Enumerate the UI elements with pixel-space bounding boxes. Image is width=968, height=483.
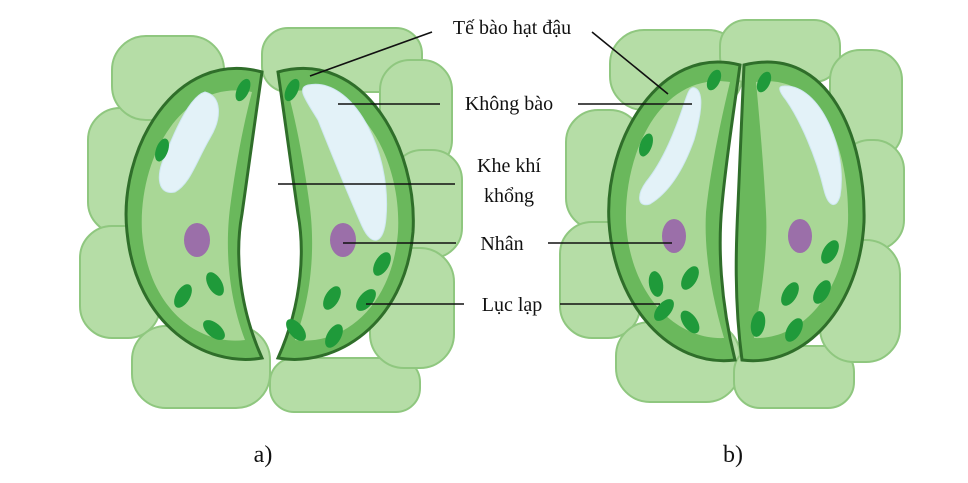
label-vacuole: Không bào: [465, 93, 553, 115]
chloroplast: [756, 71, 772, 93]
chloroplast: [203, 320, 225, 340]
chloroplasts-left-b: [639, 69, 722, 334]
guard-cell-right-a: [275, 67, 415, 361]
nucleus-right-b: [788, 219, 812, 253]
guard-cell-left-b: [607, 60, 742, 363]
chloroplast: [681, 266, 699, 290]
chloroplasts-right-b: [750, 71, 839, 342]
stoma-closed-b: [559, 19, 905, 409]
chloroplast: [639, 133, 653, 157]
stoma-open-a: [79, 27, 463, 413]
chloroplast: [325, 324, 343, 348]
labels: Tế bào hạt đậu Không bào Khe khí khổng N…: [453, 17, 571, 316]
guard-cell-left-a: [124, 66, 265, 361]
chloroplasts-right-a: [284, 78, 391, 348]
chloroplast: [821, 240, 839, 264]
label-stoma-line1: Khe khí: [477, 155, 541, 177]
chloroplast: [750, 311, 766, 337]
chloroplast: [356, 289, 376, 311]
caption-b: b): [723, 442, 743, 468]
chloroplast: [206, 272, 224, 296]
nucleus-left-b: [662, 219, 686, 253]
chloroplasts-left-a: [155, 78, 251, 340]
chloroplast: [813, 280, 831, 304]
label-nucleus: Nhân: [480, 233, 523, 255]
leader-guard-cell-a: [309, 31, 433, 77]
label-stoma-line2: khổng: [484, 185, 534, 207]
nucleus-right-a: [330, 223, 356, 257]
label-guard-cell: Tế bào hạt đậu: [453, 17, 571, 39]
leader-lines: [278, 31, 692, 305]
chloroplast: [373, 252, 391, 276]
vacuole-right-a: [302, 83, 388, 241]
chloroplast: [323, 286, 341, 310]
chloroplast: [174, 284, 192, 308]
chloroplast: [286, 319, 306, 341]
chloroplast: [155, 138, 169, 162]
chloroplast: [654, 299, 674, 321]
caption-a: a): [254, 442, 273, 468]
chloroplast: [785, 318, 803, 342]
vacuole-left-a: [158, 91, 219, 193]
nucleus-left-a: [184, 223, 210, 257]
epidermal-cell: [269, 357, 421, 413]
guard-cell-right-b: [734, 60, 866, 363]
chloroplast: [235, 78, 251, 102]
label-chloroplast: Lục lạp: [482, 294, 543, 316]
vacuole-right-b: [779, 85, 842, 205]
chloroplast: [648, 271, 664, 297]
leader-guard-cell-b: [591, 31, 669, 95]
chloroplast: [284, 78, 300, 102]
chloroplast: [706, 69, 722, 91]
captions: a) b): [254, 442, 743, 468]
chloroplast: [781, 282, 799, 306]
chloroplast: [680, 310, 700, 334]
